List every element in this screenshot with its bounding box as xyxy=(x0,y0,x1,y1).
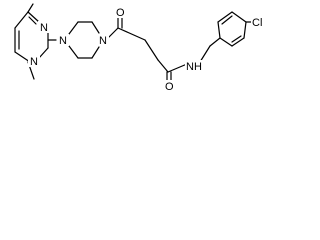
n-benzyl-bond xyxy=(199,45,211,63)
pyrimidine-n-bottom: N xyxy=(30,56,38,68)
pyrimidine-n-top: N xyxy=(40,22,48,34)
chain-bond-1 xyxy=(117,27,146,41)
piperazine-ring xyxy=(68,21,100,59)
chlorine-atom: Cl xyxy=(252,17,262,29)
amide-n-bond xyxy=(167,63,188,73)
benzyl-ring-bond xyxy=(209,37,221,47)
benzene-ring xyxy=(217,11,247,47)
methyl-top xyxy=(27,3,34,13)
chemical-structure: N N N N O O NH Cl xyxy=(14,3,269,93)
ketone-oxygen: O xyxy=(116,7,125,19)
chain-bond-2 xyxy=(144,39,159,61)
piperazine-n-right: N xyxy=(99,35,107,47)
pyrimidine-ring xyxy=(14,11,49,63)
chain-bond-3 xyxy=(157,59,169,73)
amide-oxygen: O xyxy=(165,81,174,93)
amide-nh: NH xyxy=(186,61,202,73)
piperazine-n-left: N xyxy=(59,35,67,47)
